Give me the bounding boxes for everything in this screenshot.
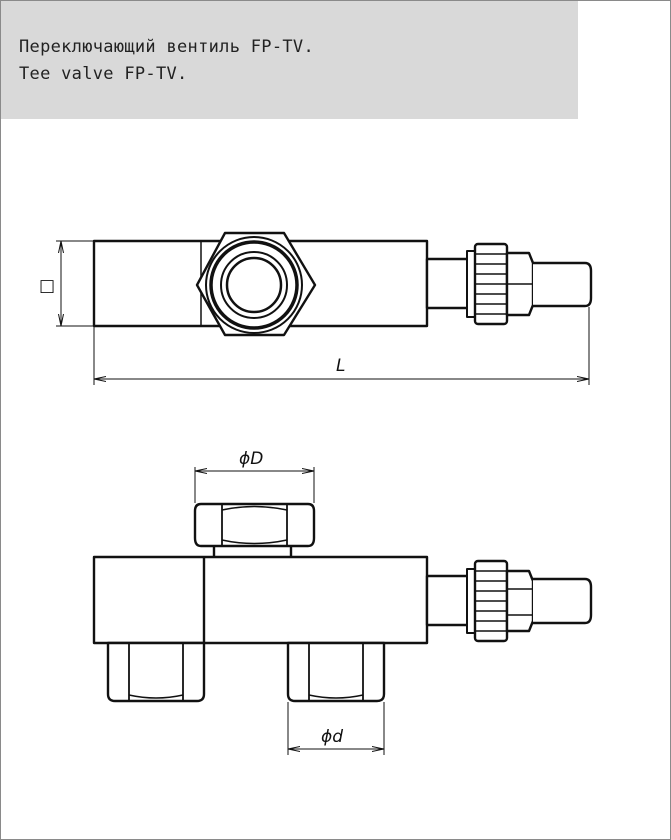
bottom-left-nut (106, 641, 206, 703)
title-block: Переключающий вентиль FP-TV. Tee valve F… (1, 1, 578, 119)
hose-tail (533, 261, 593, 308)
valve-body-side (92, 555, 429, 645)
title-russian: Переключающий вентиль FP-TV. (19, 37, 314, 57)
outer-diameter-label: ϕD (239, 449, 263, 469)
top-dimensions (56, 240, 590, 385)
port-opening (225, 256, 283, 314)
length-label: L (336, 356, 345, 376)
top-nut (193, 502, 316, 548)
side-dimensions (194, 467, 385, 755)
pipe-stub-side (425, 574, 471, 627)
side-view (92, 502, 593, 703)
square-size-label: □ (39, 276, 55, 296)
title-english: Tee valve FP-TV. (19, 64, 188, 84)
top-view (92, 231, 593, 337)
bottom-right-nut (286, 641, 386, 703)
pipe-stub (425, 257, 471, 310)
inner-diameter-label: ϕd (321, 727, 343, 747)
hose-tail-side (533, 577, 593, 625)
